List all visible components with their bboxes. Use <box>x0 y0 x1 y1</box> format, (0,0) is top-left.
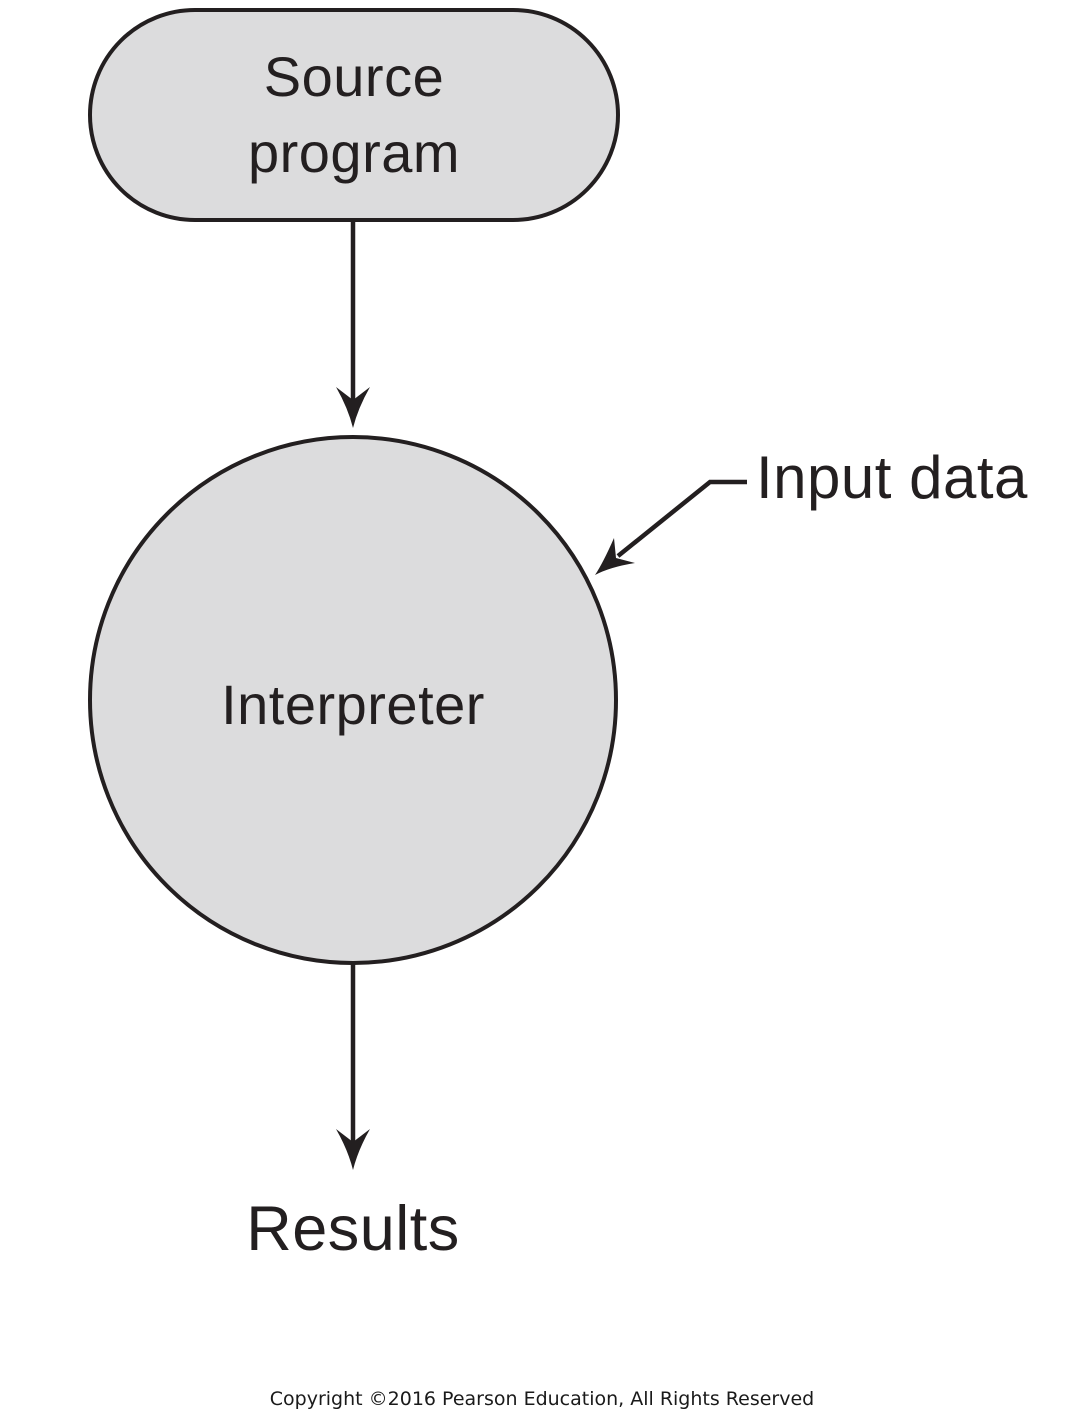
interpreter-label: Interpreter <box>221 673 485 736</box>
results-label: Results <box>246 1194 460 1264</box>
node-interpreter: Interpreter <box>88 435 618 965</box>
input-data-arrow <box>595 479 747 575</box>
input-data-label: Input data <box>756 444 1028 511</box>
source-program-label: Source program <box>247 45 461 184</box>
arrow-shaft <box>616 479 747 558</box>
arrow-head-diagonal-icon <box>595 538 635 575</box>
node-source-program: Source program <box>88 8 620 222</box>
interpreter-to-results-arrow <box>336 964 370 1170</box>
copyright-notice: Copyright ©2016 Pearson Education, All R… <box>269 1388 815 1410</box>
arrow-head-down-icon <box>336 1129 370 1170</box>
source-to-interpreter-arrow <box>336 222 370 428</box>
arrow-head-down-icon <box>336 387 370 428</box>
